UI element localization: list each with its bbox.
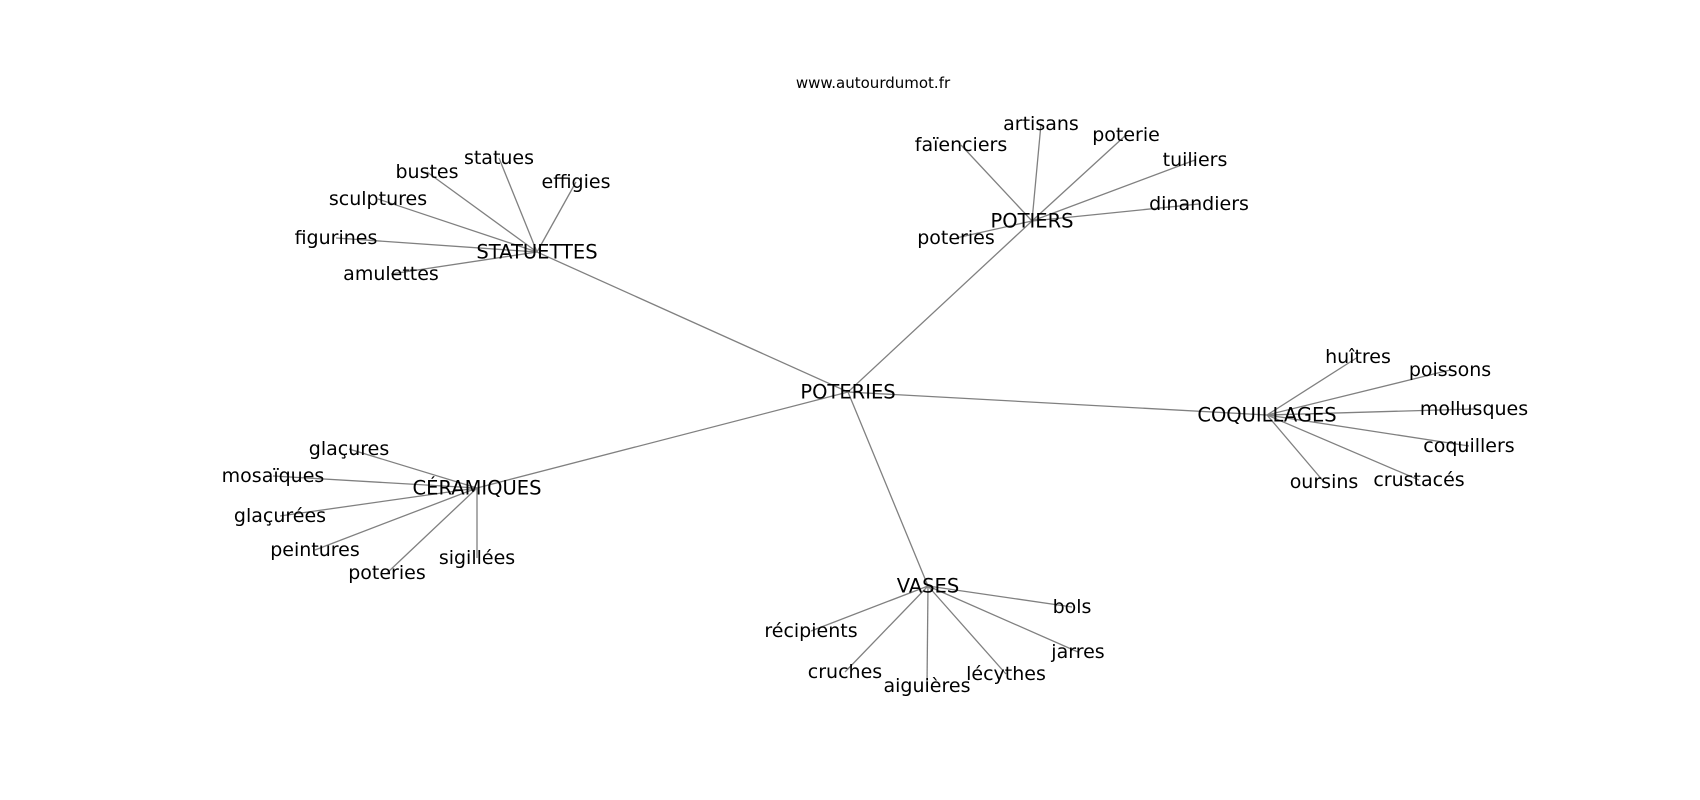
word-node-ceramiques-peintures[interactable]: peintures (270, 539, 360, 561)
word-node-statuettes-sculptures[interactable]: sculptures (329, 188, 427, 210)
word-node-statuettes-bustes[interactable]: bustes (395, 161, 458, 183)
graph-labels: POTERIES STATUETTES bustes statues effigies s… (222, 113, 1528, 697)
edge-root-potiers (847, 220, 1033, 393)
word-node-coquillages-coquillers[interactable]: coquillers (1423, 435, 1514, 457)
edge-vases-recipients (810, 585, 929, 632)
word-node-coquillages-mollusques[interactable]: mollusques (1420, 398, 1528, 420)
edge-vases-cruches (844, 585, 929, 673)
edge-potiers-artisans (1031, 123, 1042, 222)
edge-coquillages-mollusques (1266, 408, 1475, 416)
word-node-potiers-dinandiers[interactable]: dinandiers (1149, 193, 1249, 215)
word-node-ceramiques-poteries[interactable]: poteries (348, 562, 426, 584)
edge-statuettes-figurines (335, 237, 538, 253)
word-node-coquillages-crustaces[interactable]: crustacés (1373, 469, 1464, 491)
edge-vases-lecythes (927, 585, 1007, 675)
edge-potiers-poteries (955, 220, 1033, 239)
word-node-ceramiques-sigillees[interactable]: sigillées (439, 547, 515, 569)
edge-root-vases (847, 391, 929, 587)
edge-coquillages-coquillers (1266, 414, 1470, 447)
word-node-potiers-artisans[interactable]: artisans (1003, 113, 1079, 135)
word-node-vases-cruches[interactable]: cruches (808, 661, 882, 683)
edge-coquillages-huitres (1266, 356, 1359, 416)
edge-ceramiques-peintures (314, 487, 478, 551)
word-node-coquillages-huitres[interactable]: huîtres (1325, 346, 1391, 368)
edge-potiers-dinandiers (1031, 203, 1200, 222)
edge-ceramiques-glacurees (279, 487, 478, 517)
word-node-potiers-poterie[interactable]: poterie (1092, 124, 1160, 146)
word-node-statuettes-amulettes[interactable]: amulettes (343, 263, 439, 285)
word-node-vases-aiguieres[interactable]: aiguières (884, 675, 971, 697)
site-watermark: www.autourdumot.fr (796, 74, 951, 92)
word-node-vases-jarres[interactable]: jarres (1050, 641, 1104, 663)
word-node-vases-bols[interactable]: bols (1053, 596, 1092, 618)
edge-statuettes-bustes (426, 171, 538, 253)
word-node-statuettes-figurines[interactable]: figurines (295, 227, 378, 249)
edge-root-coquillages (847, 391, 1268, 416)
word-node-statuettes-effigies[interactable]: effigies (542, 171, 611, 193)
edge-vases-bols (927, 585, 1073, 608)
edge-ceramiques-poteries (386, 487, 478, 574)
edge-ceramiques-glacures (348, 448, 478, 489)
hub-node-coquillages[interactable]: COQUILLAGES (1197, 404, 1336, 427)
word-node-coquillages-poissons[interactable]: poissons (1409, 359, 1491, 381)
word-node-ceramiques-glacurees[interactable]: glaçurées (234, 505, 326, 527)
word-node-potiers-poteries[interactable]: poteries (917, 227, 995, 249)
hub-node-ceramiques[interactable]: CÉRAMIQUES (413, 477, 542, 500)
edge-statuettes-effigies (536, 181, 577, 253)
edge-coquillages-crustaces (1266, 414, 1420, 481)
graph-edges (272, 123, 1475, 687)
word-node-potiers-tuiliers[interactable]: tuiliers (1163, 149, 1228, 171)
word-node-ceramiques-glacures[interactable]: glaçures (309, 438, 389, 460)
edge-coquillages-poissons (1266, 369, 1451, 416)
edge-root-ceramiques (476, 391, 849, 489)
hub-node-potiers[interactable]: POTIERS (990, 210, 1073, 233)
word-node-statuettes-statues[interactable]: statues (464, 147, 534, 169)
edge-potiers-poterie (1031, 134, 1127, 222)
root-node-poteries[interactable]: POTERIES (800, 381, 895, 404)
edge-ceramiques-mosaiques (272, 475, 478, 489)
word-node-ceramiques-mosaiques[interactable]: mosaïques (222, 465, 325, 487)
edge-potiers-faienciers (960, 144, 1033, 222)
word-node-vases-recipients[interactable]: récipients (764, 620, 857, 642)
edge-statuettes-statues (498, 157, 538, 253)
edge-statuettes-sculptures (377, 198, 538, 253)
hub-node-vases[interactable]: VASES (897, 575, 960, 598)
edge-root-statuettes (536, 251, 849, 393)
edge-vases-aiguieres (926, 585, 929, 687)
edge-vases-jarres (927, 585, 1079, 653)
word-node-potiers-faienciers[interactable]: faïenciers (915, 134, 1007, 156)
edge-potiers-tuiliers (1031, 159, 1196, 222)
word-node-vases-lecythes[interactable]: lécythes (966, 663, 1046, 685)
edge-statuettes-amulettes (390, 251, 538, 275)
word-node-coquillages-oursins[interactable]: oursins (1290, 471, 1359, 493)
edge-coquillages-oursins (1266, 414, 1325, 483)
hub-node-statuettes[interactable]: STATUETTES (476, 241, 597, 264)
